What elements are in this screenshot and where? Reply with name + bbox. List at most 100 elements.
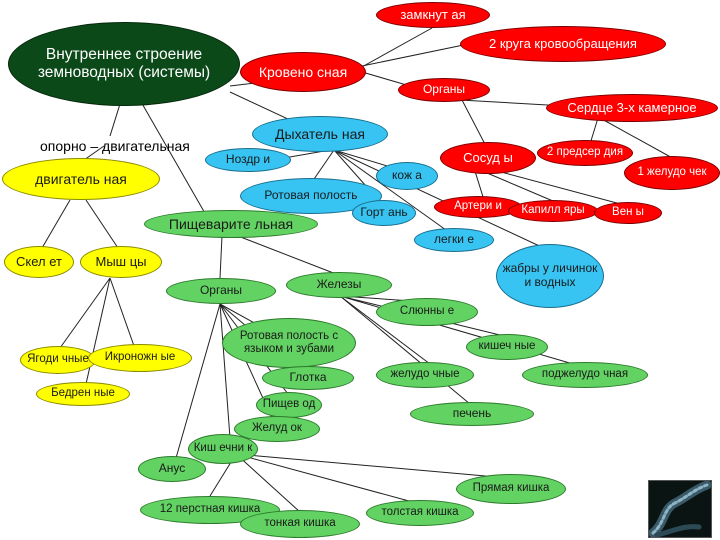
node-gills[interactable]: жабры у личинок и водных	[496, 244, 604, 308]
node-nostrils-text: Ноздр и	[225, 152, 271, 167]
connector-line	[485, 167, 629, 207]
node-two-circles[interactable]: 2 круга кровообращения	[460, 26, 666, 62]
node-salivary-text: Слюнны е	[399, 305, 455, 318]
node-respiratory[interactable]: Дыхатель ная	[252, 116, 388, 152]
node-ventricle-text: 1 желудо чек	[637, 166, 707, 179]
node-vessels[interactable]: Сосуд ы	[440, 142, 536, 174]
node-veins-text: Вен ы	[612, 206, 644, 219]
node-rectum[interactable]: Прямая кишка	[456, 474, 566, 504]
node-duodenum[interactable]: 12 перстная кишка	[140, 496, 280, 524]
node-arteries-text: Артери и	[454, 200, 502, 213]
node-two-circles-text: 2 круга кровообращения	[489, 35, 637, 51]
node-circulatory[interactable]: Кровено сная	[240, 52, 366, 92]
node-digestive[interactable]: Пищеварите льная	[144, 210, 318, 238]
node-mouth[interactable]: Ротовая полость с языком и зубами	[222, 318, 356, 368]
node-atria[interactable]: 2 предсер дия	[537, 140, 633, 166]
node-intestine-text: Киш ечни к	[193, 442, 253, 455]
title-node: Внутреннее строение земноводных (системы…	[8, 22, 240, 106]
connector-line	[235, 453, 421, 505]
connector-line	[219, 303, 231, 439]
node-pharynx-text: Глотка	[289, 370, 327, 385]
node-gills-text: жабры у личинок и водных	[502, 261, 598, 289]
node-intestinal-glands[interactable]: кишеч ные	[466, 334, 548, 360]
node-circ-organs-text: Органы	[422, 82, 466, 97]
connector-line	[339, 295, 431, 365]
node-lungs[interactable]: легки е	[414, 228, 494, 252]
node-large-intestine-text: толстая кишка	[381, 506, 459, 519]
node-liver[interactable]: печень	[410, 402, 534, 426]
connector-line	[59, 277, 111, 349]
node-lungs-text: легки е	[433, 232, 474, 247]
connector-line	[85, 199, 119, 249]
node-intestine[interactable]: Киш ечни к	[188, 434, 258, 464]
connector-line	[237, 235, 337, 275]
node-ventricle[interactable]: 1 желудо чек	[624, 156, 720, 190]
node-small-intestine[interactable]: тонкая кишка	[240, 510, 360, 538]
snake-photo	[648, 480, 712, 538]
node-intestinal-glands-text: кишеч ные	[478, 340, 536, 353]
node-pancreas-text: поджелудо чная	[541, 368, 629, 381]
node-oral-cavity-resp-text: Ротовая полость	[264, 188, 358, 203]
node-pharynx[interactable]: Глотка	[262, 366, 354, 390]
node-thigh-text: Бедрен ные	[51, 387, 115, 400]
node-liver-text: печень	[452, 406, 492, 421]
node-large-intestine[interactable]: толстая кишка	[366, 500, 474, 526]
connector-line	[109, 103, 121, 137]
node-mouth-text: Ротовая полость с языком и зубами	[239, 329, 339, 355]
musculoskeletal-label: опорно – двигательная	[40, 138, 190, 154]
connector-line	[599, 117, 677, 161]
connector-line	[235, 453, 509, 479]
node-larynx-text: Горт ань	[360, 205, 408, 220]
node-gastric-glands[interactable]: желудо чные	[376, 362, 474, 388]
node-anus-text: Анус	[158, 461, 186, 476]
connector-line	[333, 149, 395, 169]
node-calf[interactable]: Икроножн ые	[88, 344, 192, 372]
node-circulatory-text: Кровено сная	[258, 63, 348, 80]
connector-line	[479, 169, 561, 205]
connector-line	[219, 235, 223, 279]
node-thigh[interactable]: Бедрен ные	[36, 382, 130, 406]
node-respiratory-text: Дыхатель ная	[275, 125, 365, 142]
node-skeleton[interactable]: Скел ет	[4, 246, 74, 278]
node-nostrils[interactable]: Ноздр и	[205, 148, 291, 172]
node-duodenum-text: 12 перстная кишка	[159, 503, 261, 516]
node-musculoskeletal[interactable]: двигатель ная	[2, 158, 160, 200]
node-rectum-text: Прямая кишка	[472, 482, 550, 495]
node-skin[interactable]: кож а	[376, 162, 438, 190]
node-pancreas[interactable]: поджелудо чная	[522, 362, 648, 388]
node-veins[interactable]: Вен ы	[594, 202, 662, 224]
node-heart[interactable]: Сердце 3-х камерное	[546, 94, 718, 122]
title-text: Внутреннее строение земноводных (системы…	[37, 46, 211, 81]
node-gluteal[interactable]: Ягоди чные	[20, 346, 96, 374]
node-closed-text: замкнут ая	[400, 6, 466, 22]
connector-line	[235, 453, 301, 513]
node-capillaries[interactable]: Капилл яры	[508, 200, 598, 222]
node-heart-text: Сердце 3-х камерное	[567, 99, 697, 115]
node-arteries[interactable]: Артери и	[434, 196, 522, 218]
connector-line	[311, 149, 335, 183]
node-skin-text: кож а	[392, 168, 422, 183]
node-digestive-text: Пищеварите льная	[168, 215, 294, 232]
node-salivary[interactable]: Слюнны е	[376, 298, 478, 326]
node-muscles-text: Мыш цы	[95, 253, 147, 269]
node-anus[interactable]: Анус	[138, 456, 206, 482]
node-calf-text: Икроножн ые	[104, 351, 176, 364]
connector-line	[359, 27, 433, 69]
node-muscles[interactable]: Мыш цы	[80, 246, 162, 278]
node-esophagus[interactable]: Пищев од	[256, 392, 322, 418]
node-gluteal-text: Ягоди чные	[27, 353, 89, 366]
node-atria-text: 2 предсер дия	[546, 146, 624, 159]
connector-line	[361, 41, 479, 67]
node-closed[interactable]: замкнут ая	[376, 2, 490, 28]
node-vessels-text: Сосуд ы	[463, 149, 513, 165]
node-dig-organs[interactable]: Органы	[166, 278, 276, 304]
node-dig-organs-text: Органы	[199, 283, 243, 298]
node-glands-text: Железы	[316, 277, 362, 292]
connector-line	[333, 149, 447, 231]
node-circ-organs[interactable]: Органы	[398, 78, 490, 102]
node-skeleton-text: Скел ет	[16, 253, 62, 269]
node-larynx[interactable]: Горт ань	[352, 200, 416, 226]
node-glands[interactable]: Железы	[286, 272, 392, 298]
node-musculoskeletal-text: двигатель ная	[35, 170, 127, 187]
node-gastric-glands-text: желудо чные	[390, 368, 460, 381]
